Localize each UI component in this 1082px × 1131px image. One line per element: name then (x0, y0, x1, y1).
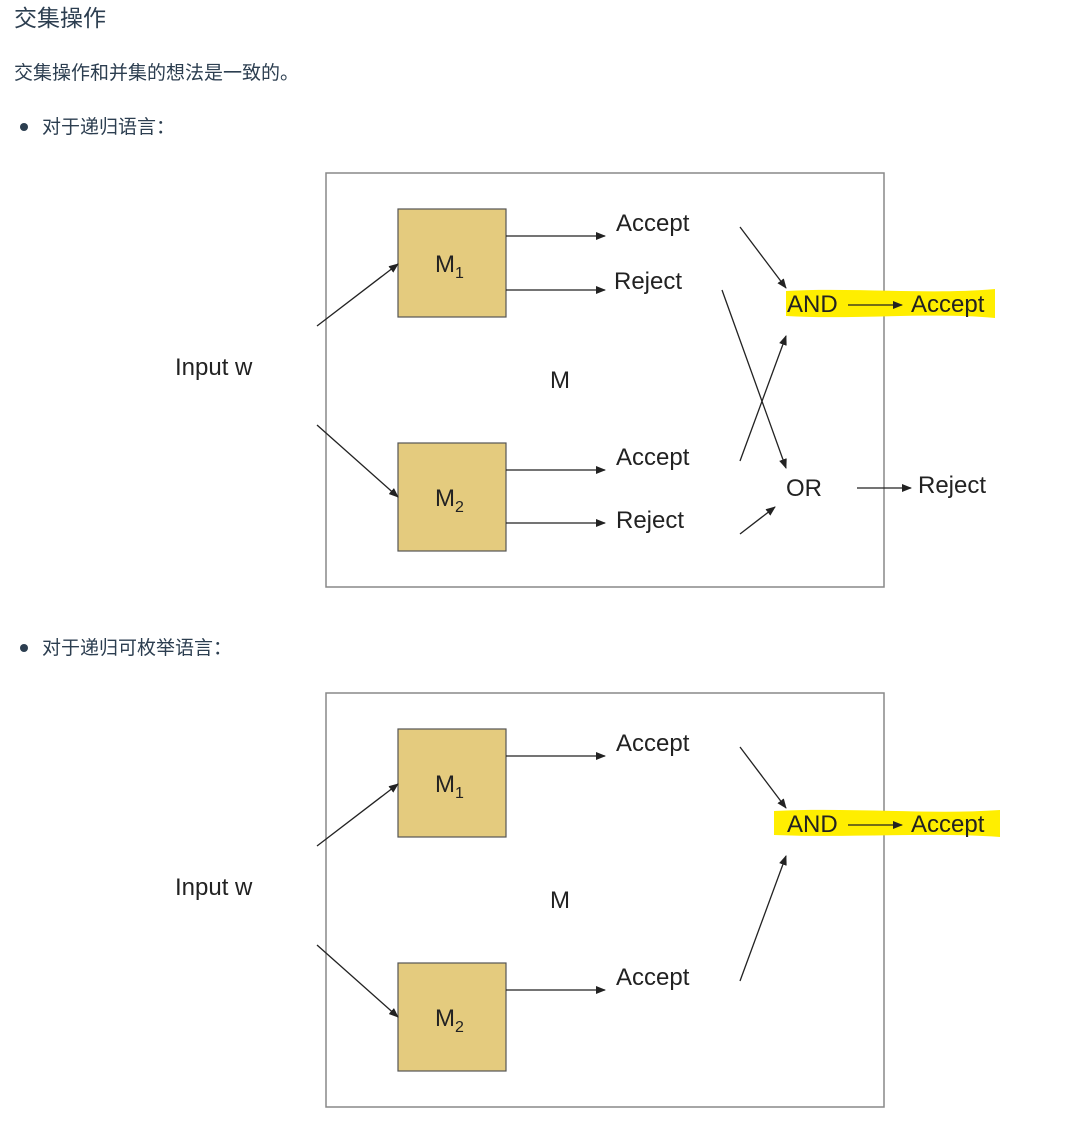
bullet-dot-icon (20, 123, 28, 131)
or-gate-label: OR (786, 475, 822, 502)
reject1-to-or-arrow (721, 289, 787, 469)
section-heading: 交集操作 (14, 6, 106, 32)
m1-accept-label: Accept (616, 730, 690, 757)
and-gate-label: AND (787, 811, 838, 838)
input-label: Input w (175, 354, 253, 381)
intro-paragraph: 交集操作和并集的想法是一致的。 (14, 62, 300, 84)
or-output-label: Reject (918, 472, 986, 499)
bullet-label: 对于递归语言： (42, 116, 176, 138)
accept2-to-and-arrow (739, 855, 787, 982)
m1-reject-label: Reject (614, 268, 682, 295)
and-output-label: Accept (911, 811, 985, 838)
machine-m2-box (397, 962, 507, 1072)
accept1-to-and-arrow (739, 746, 787, 809)
accept1-to-and-arrow (739, 226, 787, 289)
bullet-recursive: 对于递归语言： (20, 112, 175, 142)
machine-m2-label: M2 (435, 1005, 464, 1036)
diagram-recursive: M1 M2 Input w M Accept Reject Accept Rej… (150, 160, 1020, 604)
diagram-recursively-enumerable: M1 M2 Input w M Accept Accept AND Accept (150, 680, 1020, 1124)
and-output-label: Accept (911, 291, 985, 318)
bullet-dot-icon (20, 644, 28, 652)
accept2-to-and-arrow (739, 335, 787, 462)
bullet-label: 对于递归可枚举语言： (42, 637, 233, 659)
bullet-recursively-enumerable: 对于递归可枚举语言： (20, 633, 232, 663)
reject2-to-or-arrow (739, 506, 776, 535)
machine-m2-label: M2 (435, 485, 464, 516)
machine-m2-box (397, 442, 507, 552)
and-gate-label: AND (787, 291, 838, 318)
machine-m1-box (397, 728, 507, 838)
highlight-mark (774, 809, 1000, 837)
input-arrow-m2 (316, 944, 399, 1018)
m2-reject-label: Reject (616, 507, 684, 534)
machine-m1-label: M1 (435, 251, 464, 282)
machine-m-label: M (550, 887, 570, 914)
machine-m-label: M (550, 367, 570, 394)
m1-accept-label: Accept (616, 210, 690, 237)
machine-m1-label: M1 (435, 771, 464, 802)
m2-accept-label: Accept (616, 444, 690, 471)
input-arrow-m2 (316, 424, 399, 498)
input-arrow-m1 (316, 783, 399, 847)
input-arrow-m1 (316, 263, 399, 327)
diagram-recursive-svg: M1 M2 Input w M Accept Reject Accept Rej… (175, 172, 995, 588)
highlight-mark (786, 289, 995, 318)
diagram-re-svg: M1 M2 Input w M Accept Accept AND Accept (175, 692, 1000, 1108)
machine-m1-box (397, 208, 507, 318)
input-label: Input w (175, 874, 253, 901)
m2-accept-label: Accept (616, 964, 690, 991)
